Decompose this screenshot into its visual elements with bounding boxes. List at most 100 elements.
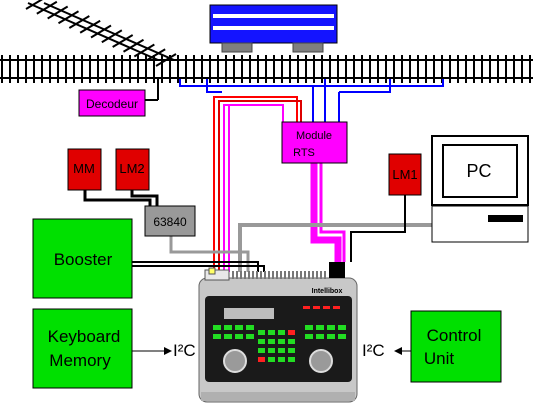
pc-screen (442, 144, 518, 198)
keypad-led (268, 348, 275, 353)
keypad-led (278, 348, 285, 353)
pc-base (431, 205, 529, 243)
intellibox-shell-edge (201, 392, 355, 401)
fin (256, 271, 258, 279)
fin (248, 271, 250, 279)
keypad-led (288, 339, 295, 344)
control-unit-box: Control Unit (410, 310, 502, 383)
arrow-right-icon (164, 347, 172, 355)
fin (240, 271, 242, 279)
sleeper (57, 10, 80, 25)
keypad-led (288, 357, 295, 362)
blue-feeder-wires (179, 79, 444, 122)
pc-serial-cable (238, 223, 432, 272)
locomotive-bogie-right (292, 42, 324, 53)
keyboard-label: Keyboard (48, 327, 121, 346)
connector-block (204, 269, 230, 281)
sleeper (36, 0, 58, 15)
booster-box: Booster (32, 218, 133, 299)
speed-knob-left (223, 349, 247, 373)
sleeper (79, 19, 101, 34)
locomotive-stripe (213, 26, 334, 30)
chip-label: 63840 (153, 215, 187, 229)
branch-track (25, 0, 177, 67)
fin (236, 271, 238, 279)
fin (312, 271, 314, 279)
branch-rail-b (43, 2, 175, 61)
intellibox-unit: Intellibox (198, 262, 358, 403)
locomotive (209, 4, 338, 53)
locomotive-bogie-left (221, 42, 253, 53)
keypad (213, 306, 346, 362)
memory-label: Memory (49, 351, 111, 370)
locomotive-stripe (213, 14, 334, 18)
keypad-led (235, 325, 243, 330)
keypad-led-red (258, 357, 265, 362)
main-track (0, 55, 533, 83)
lm1-label: LM1 (392, 167, 417, 182)
pc: PC (431, 135, 529, 243)
lm2-wire (130, 190, 159, 206)
keypad-led (338, 334, 346, 339)
fin (268, 271, 270, 279)
fin (320, 271, 322, 279)
fin (292, 271, 294, 279)
sleeper (155, 53, 177, 67)
fin (280, 271, 282, 279)
i2c-left-link: I²C (132, 341, 196, 360)
sleeper (90, 24, 112, 39)
keypad-led (224, 325, 232, 330)
fin (272, 271, 274, 279)
sleeper (122, 38, 145, 53)
booster-wire (132, 261, 259, 272)
rts-connector (329, 262, 345, 278)
chip-63840: 63840 (144, 205, 196, 237)
keypad-led (278, 330, 285, 335)
brand-label: Intellibox (312, 288, 343, 295)
keyboard-memory-box: Keyboard Memory (32, 308, 133, 389)
sleeper (47, 5, 69, 20)
fin (244, 271, 246, 279)
keypad-led (316, 325, 324, 330)
cooling-fins (232, 271, 326, 279)
branch-sleepers (25, 0, 177, 67)
keypad-led (268, 330, 275, 335)
control-label: Control (427, 326, 482, 345)
fin (296, 271, 298, 279)
decoder-box: Decodeur (78, 89, 146, 117)
fin (304, 271, 306, 279)
i2c-right-label: I²C (362, 341, 385, 360)
keypad-led (258, 339, 265, 344)
keypad-led-red (303, 306, 310, 309)
fin (260, 271, 262, 279)
lm1-box: LM1 (388, 153, 422, 196)
keypad-led (278, 339, 285, 344)
keypad-led-red (288, 330, 295, 335)
fin (252, 271, 254, 279)
connector-plug (208, 267, 216, 275)
rts-bus-cable (310, 163, 342, 262)
sleeper (133, 43, 155, 58)
keypad-led-red (323, 306, 330, 309)
fin (232, 271, 234, 279)
sleeper (68, 15, 90, 29)
rts-bus-cable (319, 163, 346, 262)
keypad-led (268, 357, 275, 362)
display-screen (224, 308, 274, 319)
fin (324, 271, 326, 279)
booster-label: Booster (54, 250, 113, 269)
pc-drive-slot (488, 215, 523, 222)
keypad-led (268, 339, 275, 344)
mm-label: MM (73, 161, 95, 176)
fin (288, 271, 290, 279)
fin (300, 271, 302, 279)
magenta-wire (223, 104, 284, 272)
keypad-led-red (313, 306, 320, 309)
keypad-led (224, 334, 232, 339)
locomotive-body (209, 4, 338, 44)
keypad-led (288, 348, 295, 353)
fin (308, 271, 310, 279)
red-wire (218, 100, 302, 272)
booster-wire (132, 265, 265, 272)
